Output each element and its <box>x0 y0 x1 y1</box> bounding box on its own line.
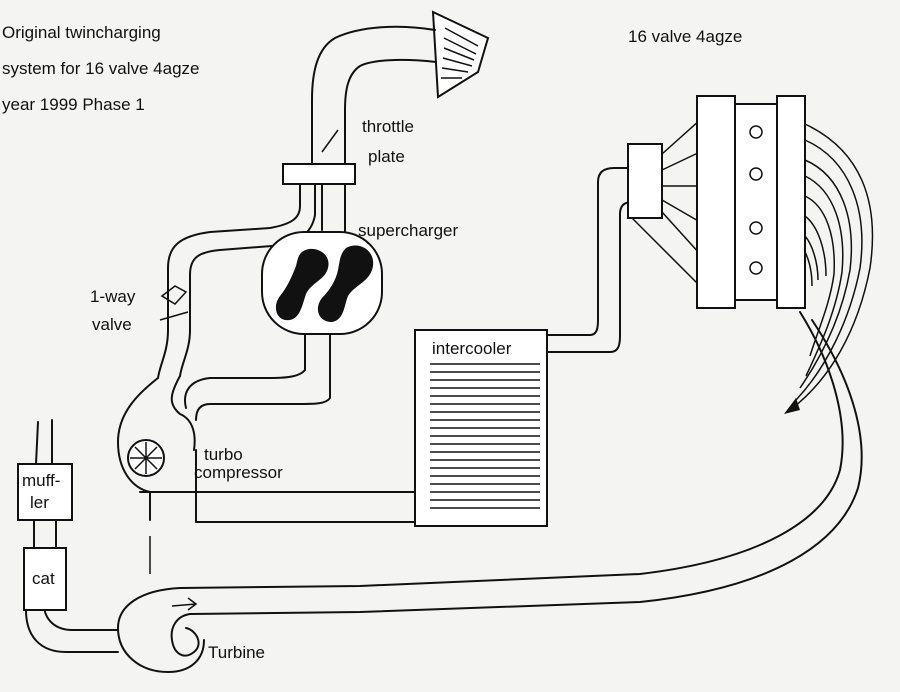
throttle-label: throttle <box>362 117 414 136</box>
supercharger-label: supercharger <box>358 221 459 240</box>
intercooler-to-engine-pipe <box>546 167 633 353</box>
turbine <box>117 587 205 673</box>
compressor-to-supercharger-pipe <box>184 333 331 421</box>
engine-block <box>627 95 806 309</box>
exhaust-pipe <box>179 311 863 615</box>
turbo-label: turbo <box>204 445 243 464</box>
turbo-compressor <box>117 375 416 523</box>
muffler-label-2: ler <box>30 493 49 512</box>
catalytic-converter <box>23 547 67 611</box>
plate-label: plate <box>368 147 405 166</box>
tailpipe <box>17 419 119 653</box>
one-way-valve <box>159 285 189 321</box>
exhaust-manifold <box>784 123 874 414</box>
title-line-1: Original twincharging <box>2 23 161 42</box>
muffler <box>17 463 73 521</box>
title-line-3: year 1999 Phase 1 <box>2 95 145 114</box>
supercharger <box>261 231 383 335</box>
cat-label: cat <box>32 569 55 588</box>
intercooler <box>414 329 548 527</box>
throttle-plate <box>282 163 356 185</box>
turbine-label: Turbine <box>208 643 265 662</box>
compressor-label: compressor <box>194 463 283 482</box>
muffler-label-1: muff- <box>22 471 60 490</box>
intercooler-label: intercooler <box>432 339 512 358</box>
intake-pipe <box>311 25 437 166</box>
engine-title: 16 valve 4agze <box>628 27 742 46</box>
air-filter <box>431 10 490 99</box>
title-line-2: system for 16 valve 4agze <box>2 59 199 78</box>
valve-label: valve <box>92 315 132 334</box>
oneway-label: 1-way <box>90 287 136 306</box>
